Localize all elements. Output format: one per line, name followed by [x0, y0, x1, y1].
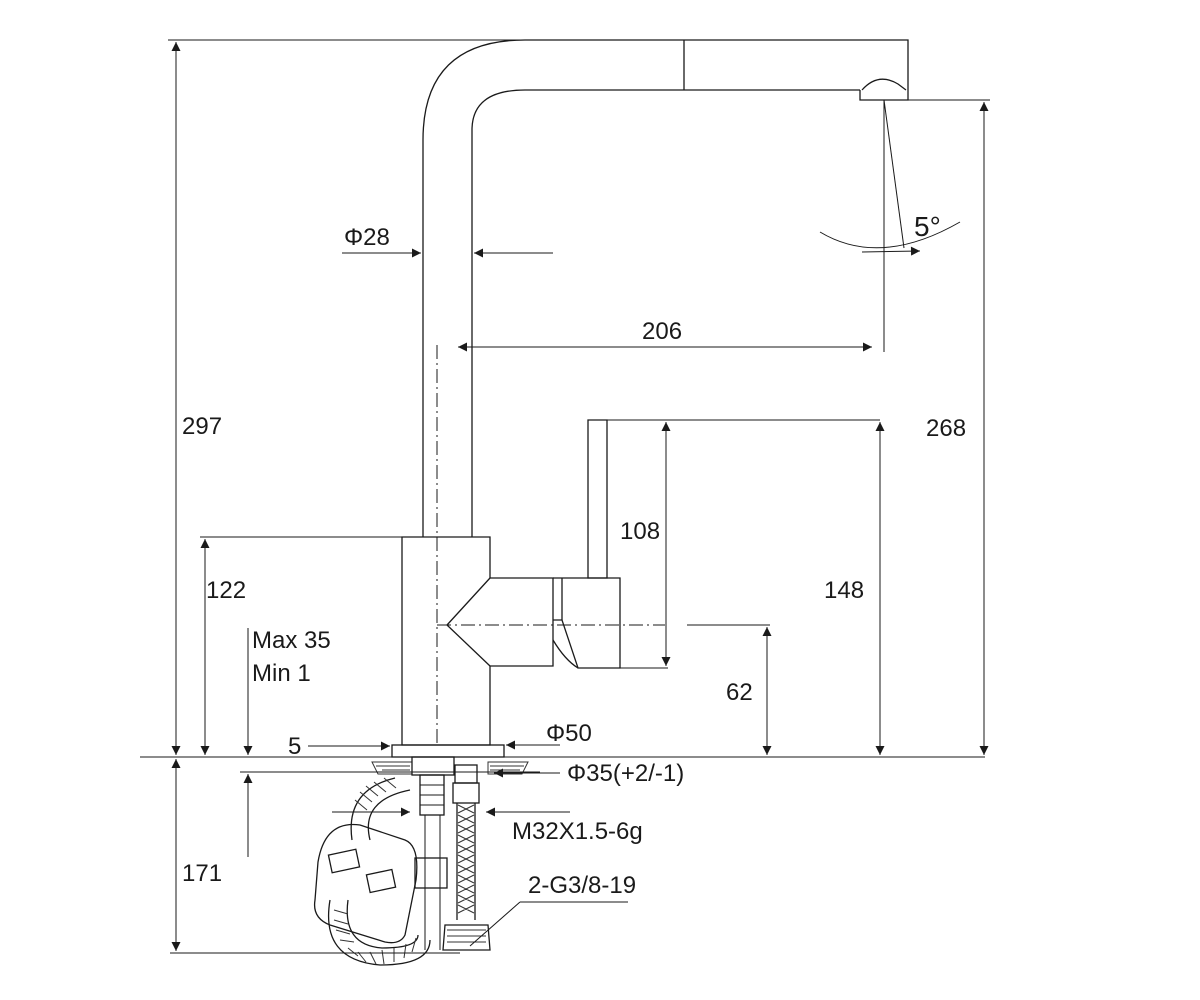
dim-268-label: 268: [926, 415, 966, 442]
dim-max-label: Max 35: [252, 627, 331, 654]
dim-297-label: 297: [182, 413, 222, 440]
dimension-angle: [819, 99, 961, 256]
dim-108-label: 108: [620, 518, 660, 545]
dimension-268: [908, 99, 990, 755]
dimension-62: [687, 624, 772, 755]
dim-phi50-label: Φ50: [546, 720, 592, 747]
dimension-206: [458, 100, 885, 352]
dim-thread-label: M32X1.5-6g: [512, 818, 643, 845]
dim-phi35-label: Φ35(+2/-1): [567, 760, 684, 787]
dim-148-label: 148: [824, 577, 864, 604]
dimension-171: [170, 759, 460, 954]
dimension-hose: [469, 901, 628, 947]
dimension-297: [168, 39, 525, 755]
mounting-base: [140, 744, 985, 950]
supply-hoses: [313, 764, 491, 966]
dim-min-label: Min 1: [252, 660, 311, 687]
dim-phi28-label: Φ28: [344, 224, 390, 251]
faucet-body: [401, 345, 665, 746]
dim-62-label: 62: [726, 679, 753, 706]
dim-171-label: 171: [182, 860, 222, 887]
dim-206-label: 206: [642, 318, 682, 345]
dimension-max-min: [240, 628, 540, 857]
dimension-5: [308, 740, 560, 751]
dim-hose-label: 2-G3/8-19: [528, 872, 636, 899]
dim-angle-label: 5°: [914, 211, 941, 242]
dim-5-label: 5: [288, 733, 301, 760]
dim-122-label: 122: [206, 577, 246, 604]
dimension-122: [200, 536, 402, 755]
dimension-108: [607, 419, 880, 669]
